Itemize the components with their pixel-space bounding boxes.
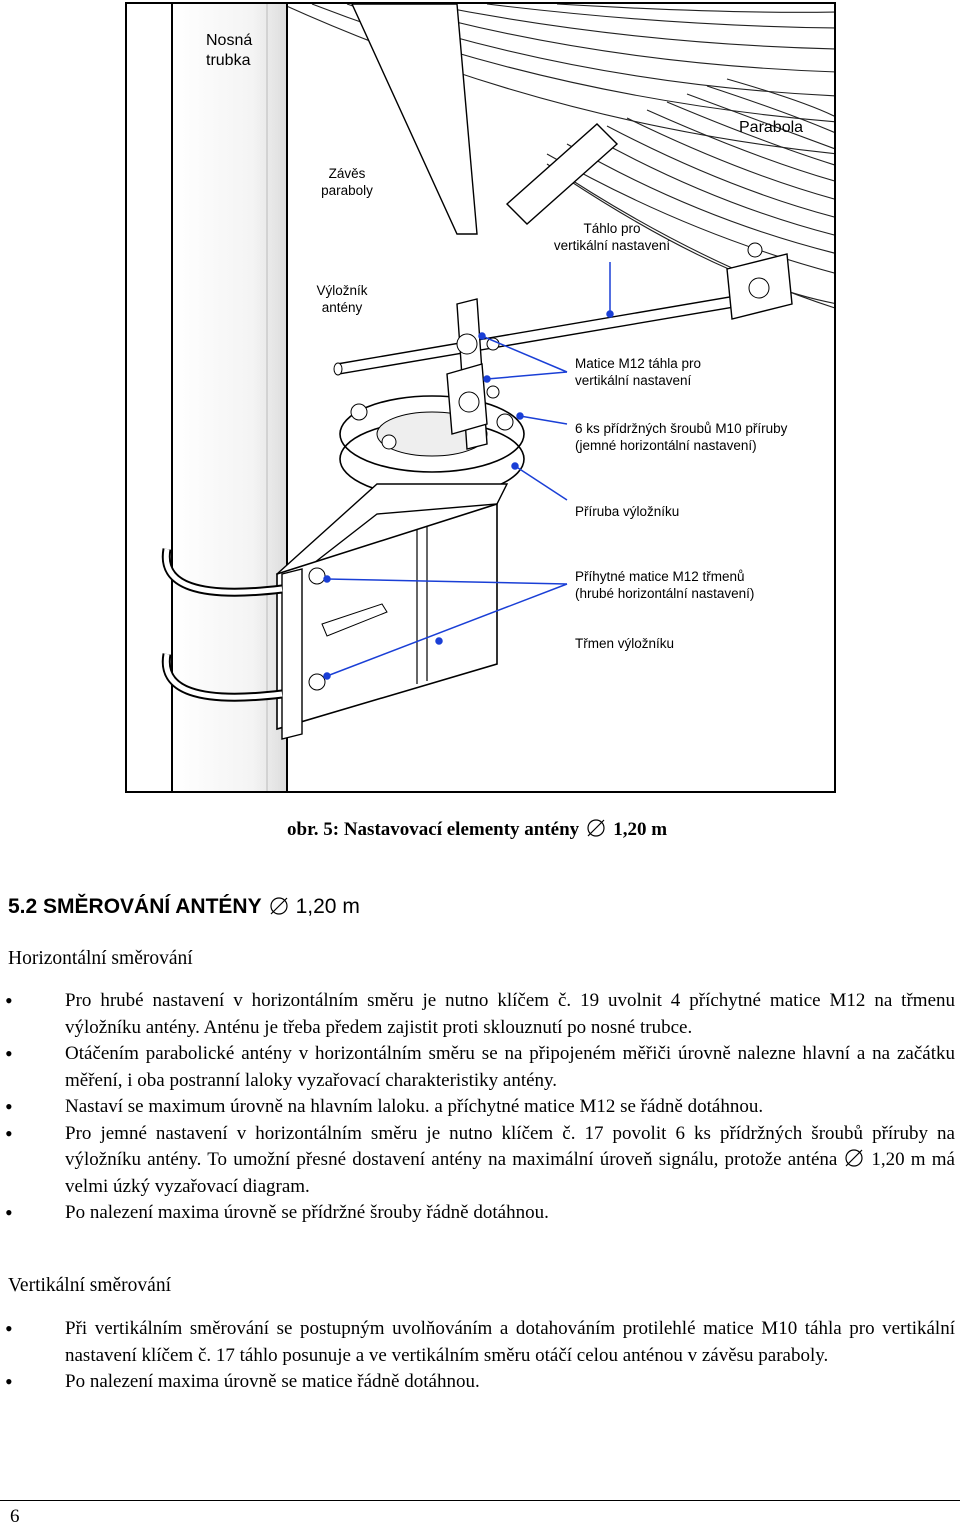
leader-lines (323, 262, 614, 680)
list-item: Při vertikálním směrování se postupným u… (0, 1316, 955, 1369)
vertical-list: Při vertikálním směrování se postupným u… (0, 1316, 955, 1396)
list-item: Pro jemné nastavení v horizontálním směr… (0, 1121, 955, 1201)
list-item: Pro hrubé nastavení v horizontálním směr… (0, 988, 955, 1041)
label-parabola: Parabola (739, 119, 804, 136)
label-prihytne-matice: Příhytné matice M12 třmenů (hrubé horizo… (575, 569, 755, 601)
label-tahlo: Táhlo pro vertikální nastavení (553, 221, 671, 253)
list-item: Po nalezení maxima úrovně se přídržné šr… (0, 1200, 955, 1227)
label-zaves-paraboly: Závěs paraboly (321, 166, 373, 198)
parabola-dish (281, 4, 834, 309)
footer-rule (0, 1500, 960, 1501)
diameter-icon (845, 1149, 863, 1167)
antenna-figure: Nosná trubka Parabola Závěs paraboly Táh… (125, 2, 836, 793)
list-item: Otáčením parabolické antény v horizontál… (0, 1041, 955, 1094)
diameter-icon (587, 819, 605, 837)
label-srouby: 6 ks přídržných šroubů M10 příruby (jemn… (575, 421, 788, 453)
vertical-heading: Vertikální směrování (8, 1275, 171, 1296)
horizontal-list: Pro hrubé nastavení v horizontálním směr… (0, 988, 955, 1227)
antenna-drawing (161, 4, 834, 791)
list-item: Po nalezení maxima úrovně se matice řádn… (0, 1369, 955, 1396)
diameter-icon (270, 897, 288, 915)
label-vyloznik: Výložník antény (316, 283, 368, 315)
label-trmen: Třmen výložníku (575, 636, 675, 651)
page-number: 6 (10, 1506, 20, 1527)
label-matice-m12: Matice M12 táhla pro vertikální nastaven… (575, 356, 702, 388)
label-nosna-trubka: Nosná trubka (206, 32, 253, 69)
horizontal-heading: Horizontální směrování (8, 948, 193, 969)
label-priruba: Příruba výložníku (575, 504, 680, 519)
list-item: Nastaví se maximum úrovně na hlavním lal… (0, 1094, 955, 1121)
